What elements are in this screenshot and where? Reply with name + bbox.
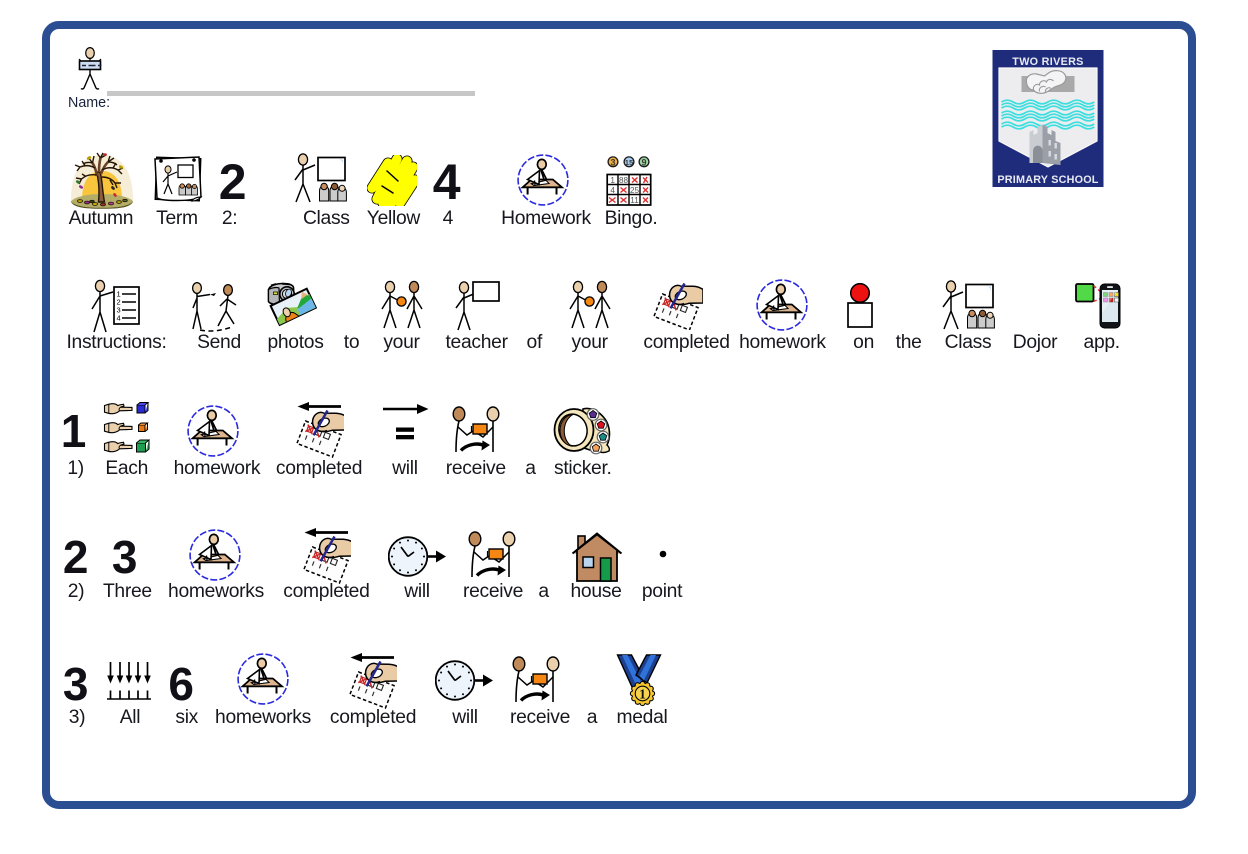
svg-text:1: 1 — [639, 686, 646, 701]
svg-text:PRIMARY SCHOOL: PRIMARY SCHOOL — [997, 174, 1098, 186]
svg-text:15: 15 — [625, 157, 634, 166]
svg-text:4: 4 — [117, 314, 121, 323]
svg-text:3: 3 — [610, 157, 615, 167]
svg-text:88: 88 — [619, 175, 629, 184]
svg-text:11: 11 — [630, 195, 639, 204]
svg-text:1: 1 — [610, 175, 615, 184]
svg-text:1: 1 — [117, 290, 121, 299]
svg-text:3: 3 — [117, 306, 121, 315]
svg-text:TWO RIVERS: TWO RIVERS — [1012, 56, 1083, 68]
svg-text:25: 25 — [630, 185, 640, 194]
svg-text:9: 9 — [641, 157, 646, 167]
svg-text:2: 2 — [117, 298, 121, 307]
svg-text:4: 4 — [610, 185, 615, 194]
